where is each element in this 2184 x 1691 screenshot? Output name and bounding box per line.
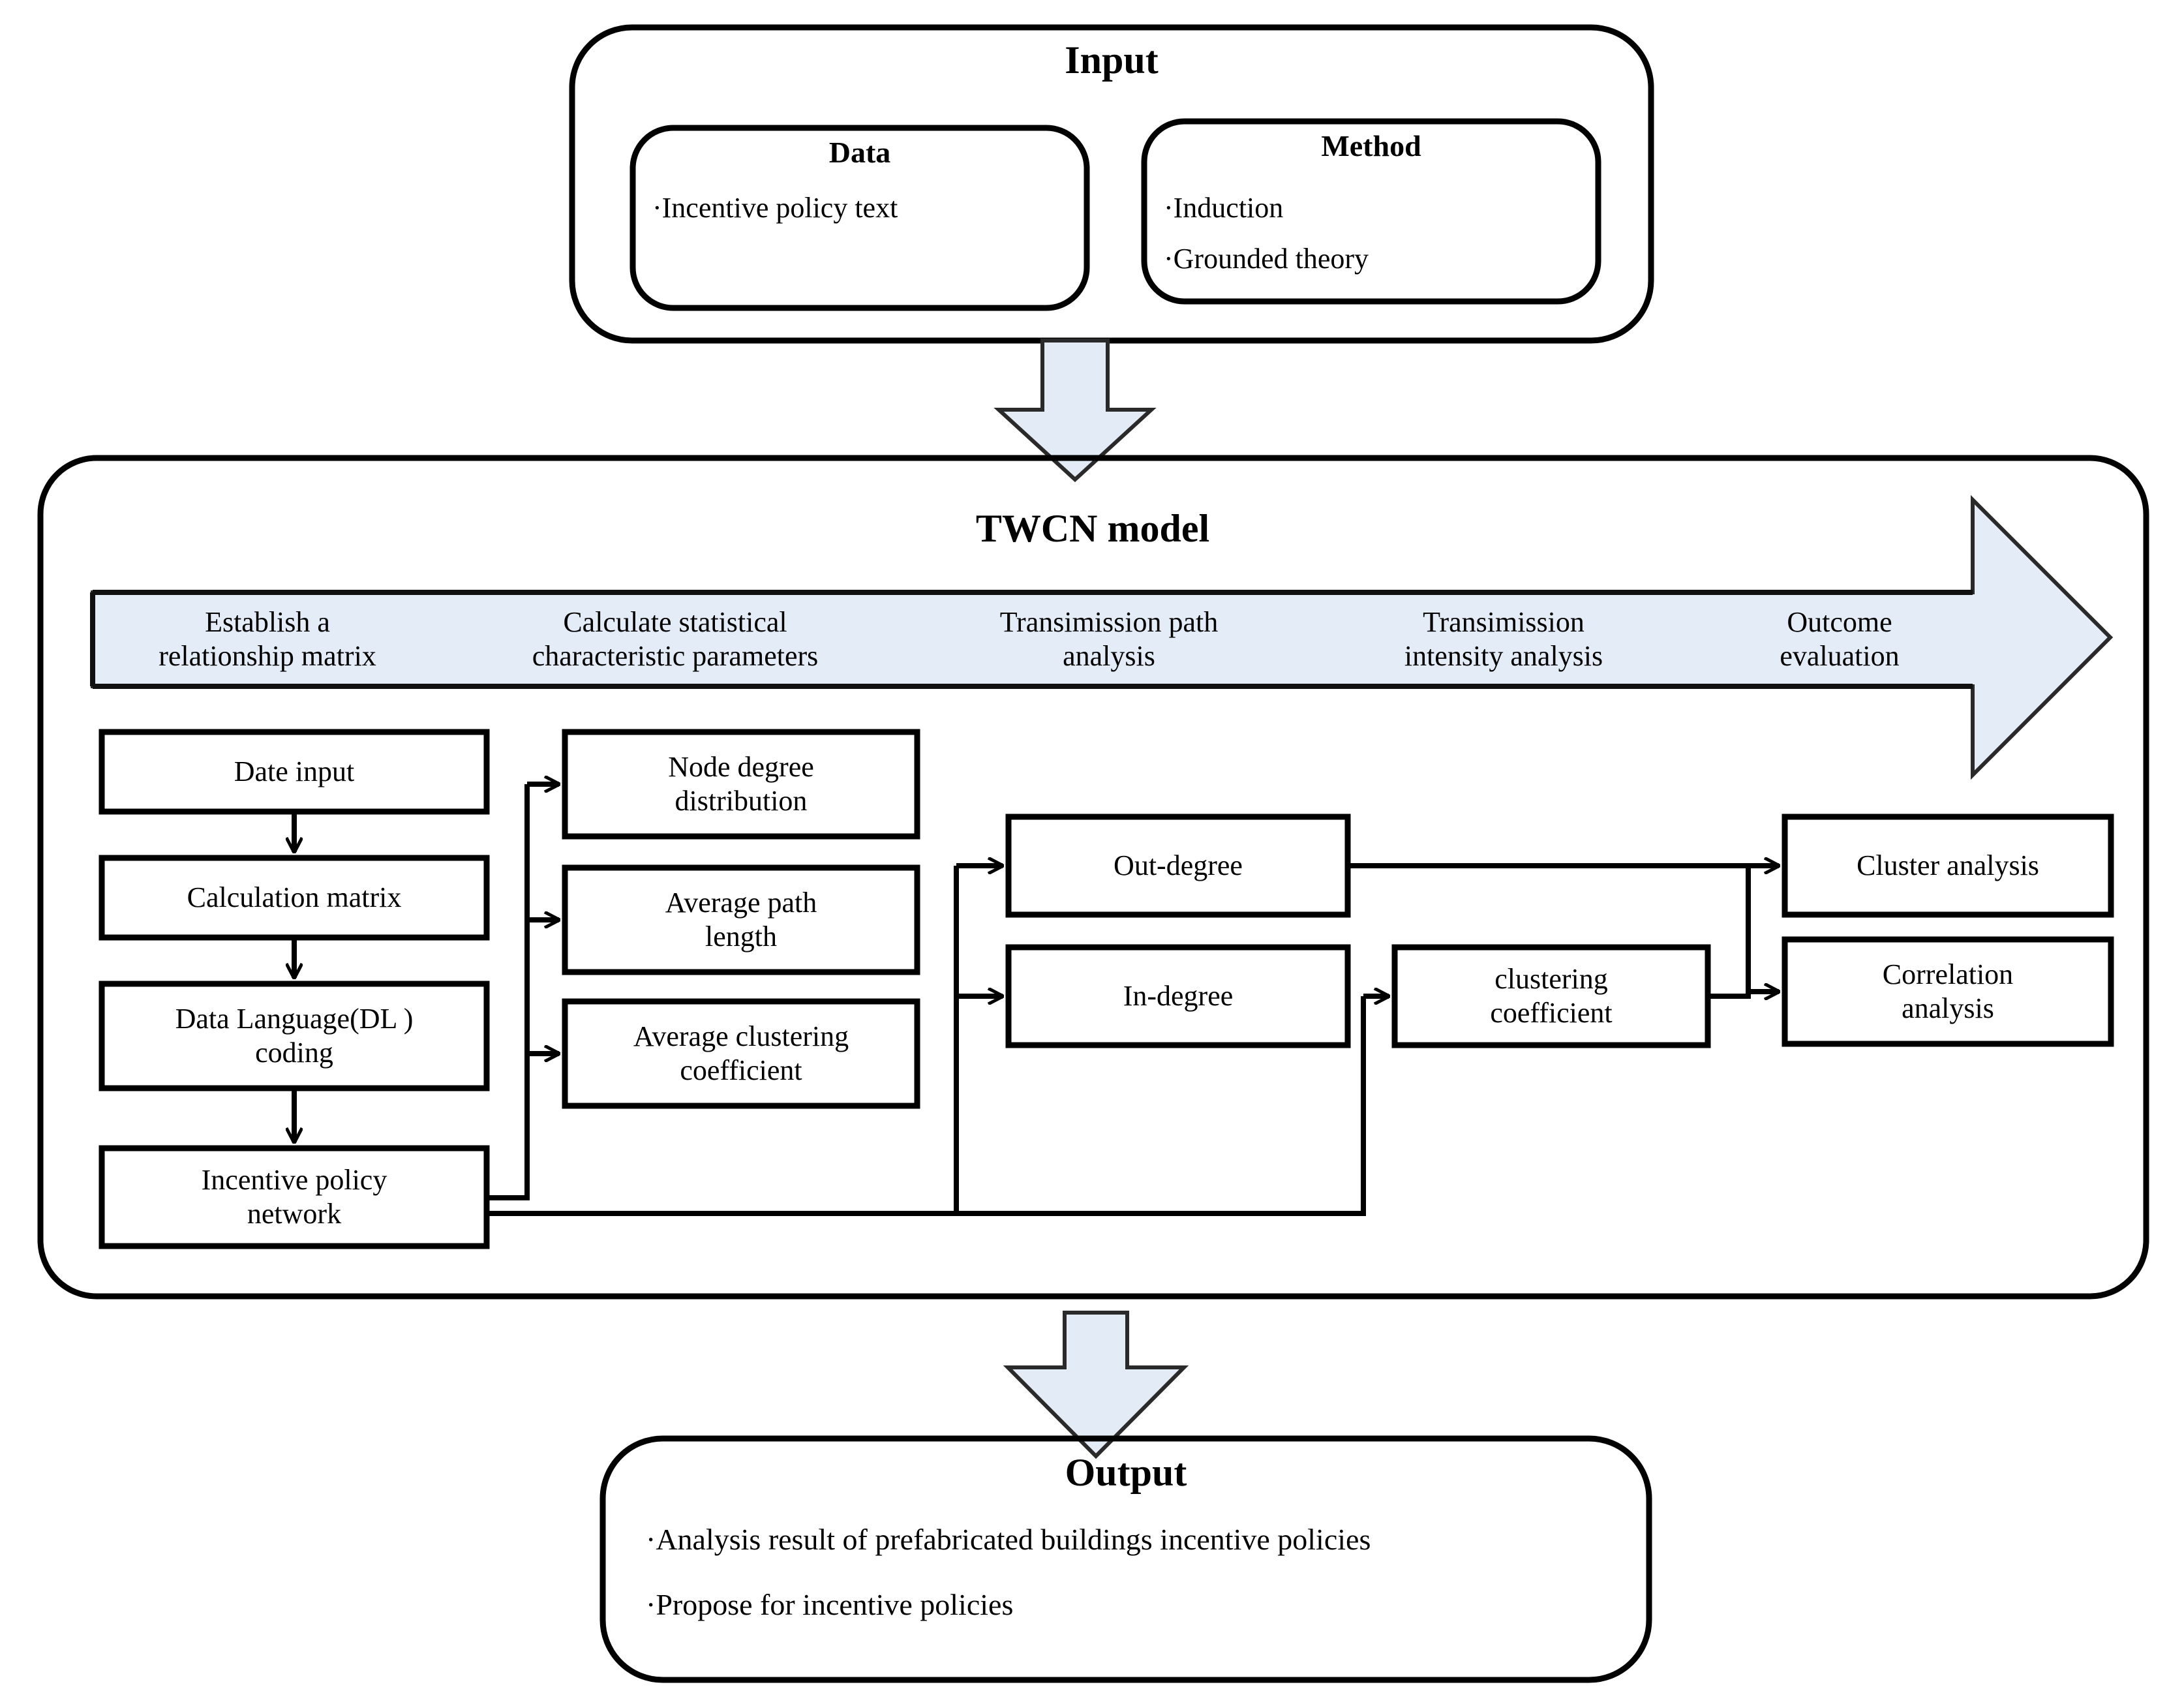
box-average-clustering-coeff: [562, 998, 920, 1109]
model-container: [37, 455, 2149, 1300]
box-in-degree: [1005, 944, 1351, 1048]
box-node-degree-distribution: [562, 729, 920, 840]
method-panel-box: [1141, 118, 1601, 305]
box-cluster-analysis: [1782, 814, 2114, 918]
box-date-input: [99, 729, 490, 815]
model-to-output-arrow: [1003, 1311, 1189, 1459]
box-incentive-network: [99, 1145, 490, 1249]
box-calculation-matrix: [99, 855, 490, 941]
box-clustering-coefficient: [1391, 944, 1711, 1048]
box-average-path-length: [562, 864, 920, 975]
box-correlation-analysis: [1782, 936, 2114, 1047]
box-dl-coding: [99, 981, 490, 1091]
input-container: [569, 24, 1654, 344]
box-out-degree: [1005, 814, 1351, 918]
output-container: [599, 1435, 1652, 1683]
input-to-model-arrow: [993, 339, 1157, 483]
data-panel-box: [629, 125, 1090, 311]
